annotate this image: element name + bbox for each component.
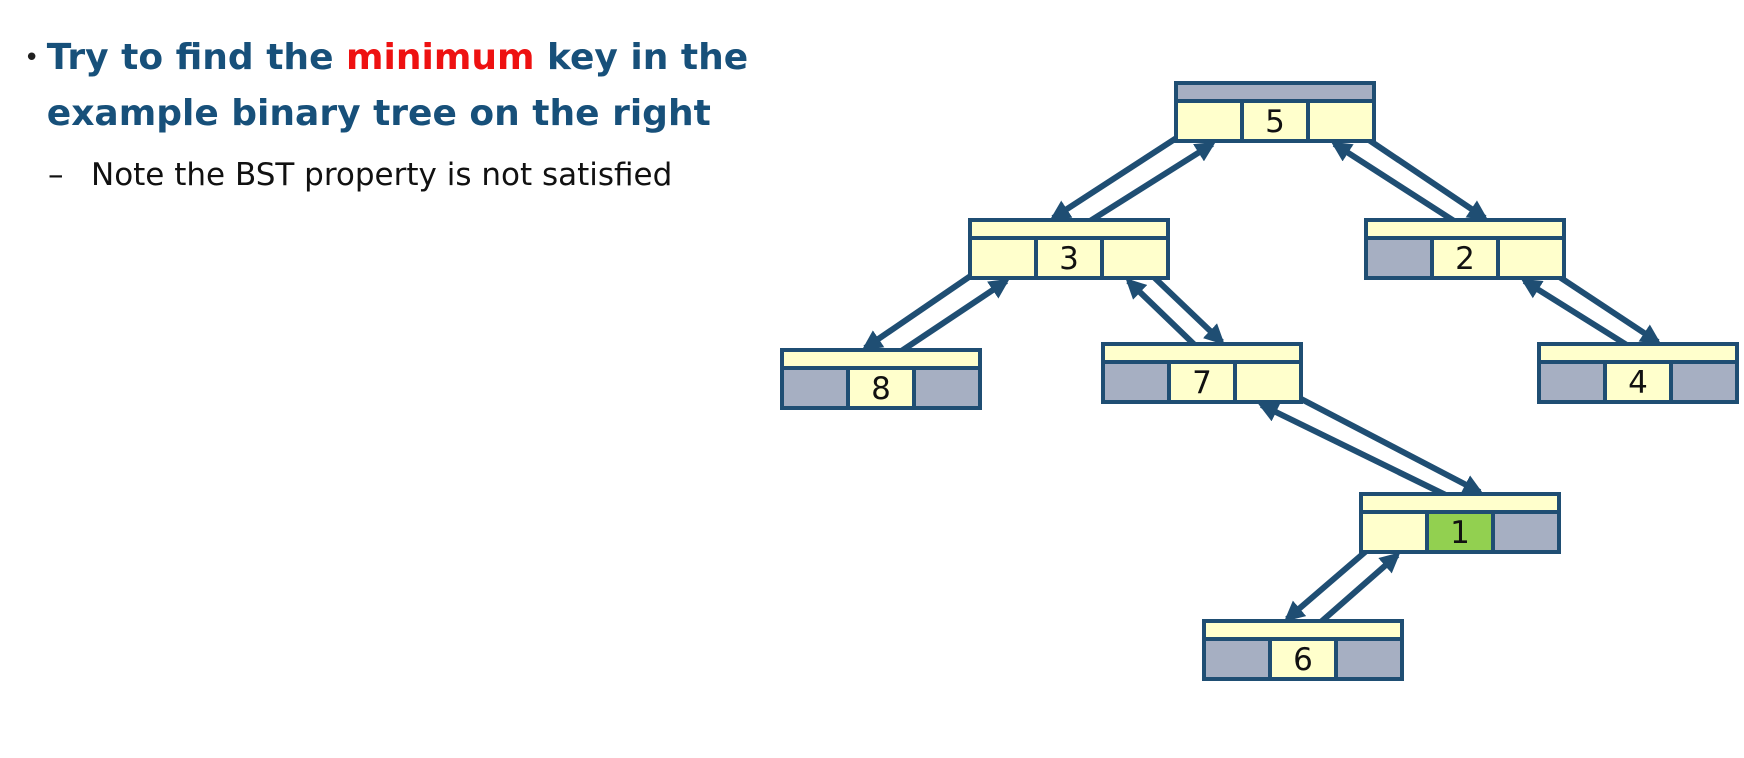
left-field [1364,236,1434,280]
right-field [1334,637,1404,681]
right-field [1306,99,1376,143]
left-field [1202,637,1272,681]
right-field [1100,236,1170,280]
parent-field [1174,81,1376,103]
node-key: 6 [1293,642,1313,678]
node-key: 3 [1059,241,1079,277]
left-field [1174,99,1244,143]
highlight-word: minimum [346,37,535,78]
sub-bullet-text: Note the BST property is not satisfied [91,157,673,193]
right-field [1496,236,1566,280]
tree-node-2: 2 [1364,218,1566,280]
node-key: 5 [1265,104,1285,140]
node-key: 2 [1455,241,1475,277]
parent-pointer-arrow [1520,278,1640,355]
left-field [780,366,850,410]
parent-pointer-arrow [1257,402,1462,505]
parent-pointer-arrow [1077,141,1216,231]
bullet-text-before: Try to find the [46,37,347,78]
parent-pointer-arrow [1125,278,1205,355]
parent-field [1537,342,1739,364]
key-field [846,366,916,410]
bullet-text: Try to find the minimum key in the examp… [47,30,760,142]
right-field [1669,360,1739,404]
tree-node-3: 3 [968,218,1170,280]
left-field [1537,360,1607,404]
tree-node-4: 4 [1537,342,1739,404]
tree-node-6: 6 [1202,619,1404,681]
right-field [1491,510,1561,554]
node-key: 8 [871,371,891,407]
parent-pointer-arrow [1310,552,1401,632]
parent-field [780,348,982,370]
parent-pointer-arrow [889,278,1010,361]
right-field [912,366,982,410]
left-field [1359,510,1429,554]
parent-field [1359,492,1561,514]
main-bullet: • Try to find the minimum key in the exa… [20,30,760,142]
parent-pointer-arrow [1330,141,1467,231]
left-field [968,236,1038,280]
bullet-text-after: key in the example binary tree on the ri… [46,37,749,134]
sub-bullet-dash: – [48,157,64,193]
bullet-dot: • [24,43,40,73]
node-key: 4 [1628,365,1648,401]
parent-field [1202,619,1404,641]
tree-node-5: 5 [1174,81,1376,143]
left-field [1101,360,1171,404]
parent-field [1364,218,1566,240]
node-key: 1 [1450,515,1470,551]
node-key: 7 [1192,365,1212,401]
key-field [1034,236,1104,280]
parent-field [1101,342,1303,364]
sub-bullet: – Note the BST property is not satisfied [48,157,748,193]
tree-node-1: 1 [1359,492,1561,554]
key-field [1167,360,1237,404]
key-field [1240,99,1310,143]
parent-field [968,218,1170,240]
tree-node-7: 7 [1101,342,1303,404]
right-field [1233,360,1303,404]
tree-nodes: 5 3 2 8 7 4 1 6 [780,81,1739,681]
tree-node-8: 8 [780,348,982,410]
